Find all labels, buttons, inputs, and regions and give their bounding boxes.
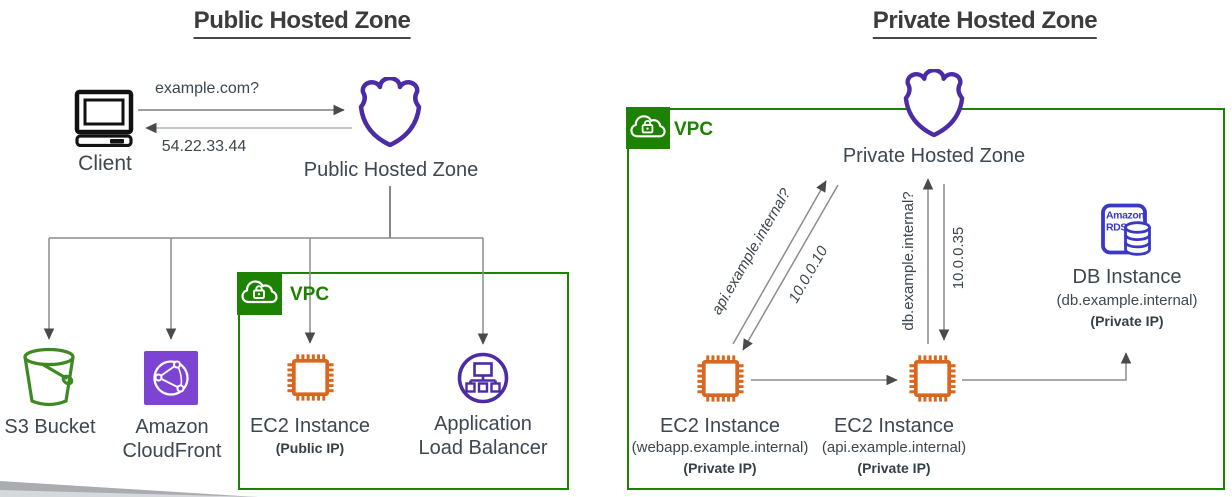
client-computer-icon	[74, 89, 134, 147]
cloudfront-label-2: CloudFront	[122, 440, 222, 462]
cloudfront-label-1: Amazon	[135, 416, 209, 438]
vpc-cloud-lock-icon-public	[237, 272, 282, 315]
alb-label-2: Load Balancer	[418, 437, 548, 459]
ec2-webapp-sublabel-2: (Private IP)	[683, 460, 757, 476]
response-label: 54.22.33.44	[161, 138, 247, 155]
ec2-api-label: EC2 Instance	[833, 415, 955, 437]
client-label: Client	[78, 152, 132, 175]
vpc-label-private: VPC	[674, 119, 714, 140]
vpc-label-public: VPC	[290, 284, 330, 305]
ec2-instance-icon-api	[909, 355, 956, 402]
ec2-public-label: EC2 Instance	[249, 415, 371, 437]
db-instance-sublabel-2: (Private IP)	[1090, 313, 1164, 329]
ec2-public-sublabel: (Public IP)	[275, 440, 345, 456]
ec2-webapp-label: EC2 Instance	[659, 415, 781, 437]
private-panel-title: Private Hosted Zone	[872, 7, 1098, 39]
hosted-zone-shield-icon-public	[358, 77, 422, 148]
hosted-zone-shield-icon-private	[903, 69, 965, 138]
amazon-rds-icon: Amazon RDS	[1101, 203, 1151, 256]
s3-bucket-label: S3 Bucket	[4, 416, 96, 438]
arrow-ec2-to-db	[962, 352, 1132, 381]
alb-label-1: Application	[434, 413, 532, 435]
rds-icon-text-rds: RDS	[1106, 222, 1127, 234]
rds-icon-text-amazon: Amazon	[1106, 210, 1144, 222]
ec2-api-sublabel-2: (Private IP)	[857, 460, 931, 476]
db-instance-label: DB Instance	[1072, 266, 1182, 288]
vpc-cloud-lock-icon-private	[626, 107, 670, 149]
private-hosted-zone-label: Private Hosted Zone	[842, 145, 1026, 167]
public-panel-title: Public Hosted Zone	[193, 7, 411, 39]
application-load-balancer-icon	[457, 352, 509, 404]
public-hosted-zone-label: Public Hosted Zone	[303, 159, 479, 181]
ec2-instance-icon-webapp	[697, 355, 744, 402]
ec2-api-sublabel-1: (api.example.internal)	[821, 439, 967, 456]
db-response-label: 10.0.0.35	[949, 226, 967, 290]
s3-bucket-icon	[23, 347, 75, 407]
ec2-webapp-sublabel-1: (webapp.example.internal)	[631, 439, 809, 456]
arrow-api-query	[732, 180, 827, 345]
db-instance-sublabel-1: (db.example.internal)	[1056, 292, 1198, 309]
vpc-box-public	[238, 272, 569, 490]
slide-corner-decoration	[0, 481, 258, 497]
cloudfront-icon	[144, 351, 198, 405]
query-label: example.com?	[154, 80, 260, 97]
arrow-api-response	[742, 184, 839, 351]
db-query-label: db.example.internal?	[899, 191, 917, 331]
ec2-instance-icon-public	[287, 354, 334, 401]
